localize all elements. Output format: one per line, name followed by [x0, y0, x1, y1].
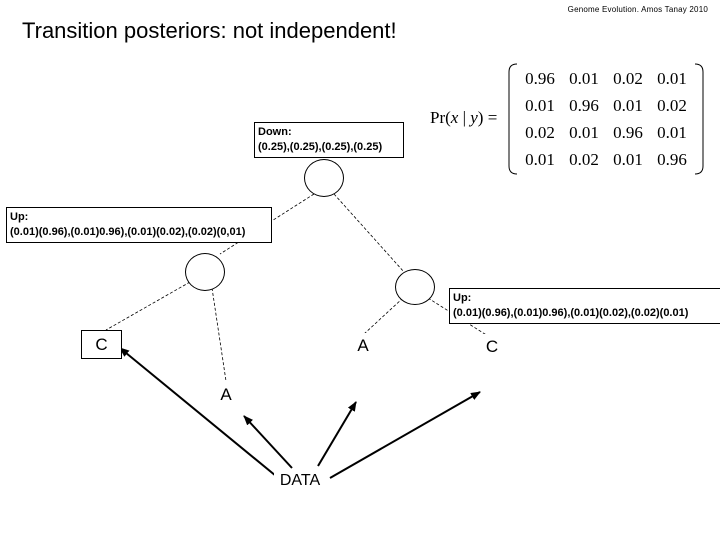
edge-root-right: [333, 193, 405, 273]
arrow-to-left-a: [243, 415, 293, 469]
edge-left-c: [105, 281, 191, 331]
matrix-table: 0.96 0.01 0.02 0.01 0.01 0.96 0.01 0.02 …: [518, 65, 694, 173]
up-left-values: (0.01)(0.96),(0.01)0.96),(0.01)(0.02),(0…: [10, 226, 246, 238]
matrix-cell: 0.96: [613, 122, 643, 142]
matrix-cell: 0.96: [569, 95, 599, 115]
matrix-row: 0.01 0.02 0.01 0.96: [518, 146, 694, 173]
matrix-brackets: [508, 63, 704, 175]
matrix-cell: 0.01: [525, 149, 555, 169]
left-internal-node: [185, 253, 225, 291]
up-left-heading: Up:: [10, 211, 29, 223]
matrix-cell: 0.02: [613, 68, 643, 88]
data-label: DATA: [274, 469, 326, 493]
arrow-to-left-c: [119, 347, 277, 477]
edge-right-a: [363, 297, 404, 335]
up-message-callout-right: Up: (0.01)(0.96),(0.01)0.96),(0.01)(0.02…: [449, 288, 720, 324]
arrow-to-right-a: [317, 401, 357, 467]
matrix-cell: 0.02: [525, 122, 555, 142]
matrix-cell: 0.01: [569, 68, 599, 88]
matrix-row: 0.02 0.01 0.96 0.01: [518, 119, 694, 146]
root-node: [304, 159, 344, 197]
slide-credit: Genome Evolution. Amos Tanay 2010: [567, 5, 708, 14]
leaf-c-left: C: [81, 330, 122, 359]
up-message-callout-left: Up: (0.01)(0.96),(0.01)0.96),(0.01)(0.02…: [6, 207, 272, 243]
matrix-cell: 0.01: [525, 95, 555, 115]
down-values: (0.25),(0.25),(0.25),(0.25): [258, 141, 383, 153]
up-right-heading: Up:: [453, 292, 472, 304]
formula-suffix: ) =: [477, 108, 498, 127]
matrix-row: 0.01 0.96 0.01 0.02: [518, 92, 694, 119]
formula-prefix: Pr(: [430, 108, 451, 127]
matrix-cell: 0.02: [569, 149, 599, 169]
matrix-cell: 0.01: [613, 95, 643, 115]
transition-formula: Pr(x | y) =: [430, 108, 497, 128]
leaf-c-right: C: [474, 334, 510, 360]
matrix-cell: 0.01: [569, 122, 599, 142]
formula-x: x: [450, 108, 459, 127]
matrix-row: 0.96 0.01 0.02 0.01: [518, 65, 694, 92]
matrix-cell: 0.01: [657, 122, 687, 142]
matrix-cell: 0.01: [657, 68, 687, 88]
formula-y: y: [470, 108, 478, 127]
down-message-callout: Down: (0.25),(0.25),(0.25),(0.25): [254, 122, 404, 158]
edge-left-a: [211, 287, 227, 382]
matrix-cell: 0.02: [657, 95, 687, 115]
matrix-cell: 0.01: [613, 149, 643, 169]
arrow-to-right-c: [329, 391, 481, 479]
right-internal-node: [395, 269, 435, 305]
down-heading: Down:: [258, 126, 292, 138]
leaf-a-left: A: [208, 381, 244, 409]
matrix-cell: 0.96: [525, 68, 555, 88]
leaf-a-right: A: [345, 333, 381, 359]
up-right-values: (0.01)(0.96),(0.01)0.96),(0.01)(0.02),(0…: [453, 307, 689, 319]
matrix-cell: 0.96: [657, 149, 687, 169]
transition-matrix: 0.96 0.01 0.02 0.01 0.01 0.96 0.01 0.02 …: [508, 62, 704, 176]
formula-bar: |: [458, 108, 471, 127]
slide-title: Transition posteriors: not independent!: [22, 18, 397, 43]
